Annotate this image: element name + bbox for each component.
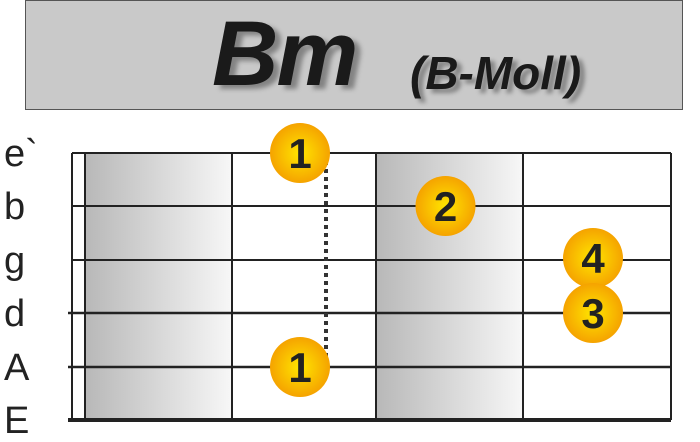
string-label: d — [4, 293, 26, 335]
string-label: E — [4, 400, 30, 442]
finger-number: 1 — [288, 344, 311, 391]
finger-circle — [270, 123, 330, 183]
finger-number: 2 — [434, 183, 457, 230]
finger-circle — [563, 228, 623, 288]
finger-dot: 3 — [563, 283, 623, 343]
shaded-fret — [85, 153, 232, 420]
chord-name: Bm — [212, 3, 358, 105]
chord-full-name: (B-Moll) — [410, 47, 582, 99]
string-label: e` — [4, 133, 38, 175]
finger-circle — [270, 337, 330, 397]
string-label: b — [4, 186, 26, 228]
string-label: A — [4, 347, 30, 389]
string-label: g — [4, 240, 26, 282]
finger-circle — [563, 283, 623, 343]
finger-dot: 1 — [270, 337, 330, 397]
finger-dot: 1 — [270, 123, 330, 183]
finger-dot: 2 — [415, 176, 476, 236]
finger-number: 4 — [581, 235, 605, 282]
finger-number: 1 — [288, 130, 311, 177]
finger-dot: 4 — [563, 228, 623, 288]
finger-circle — [415, 176, 476, 236]
chord-title-box — [25, 0, 683, 110]
finger-number: 3 — [581, 290, 604, 337]
